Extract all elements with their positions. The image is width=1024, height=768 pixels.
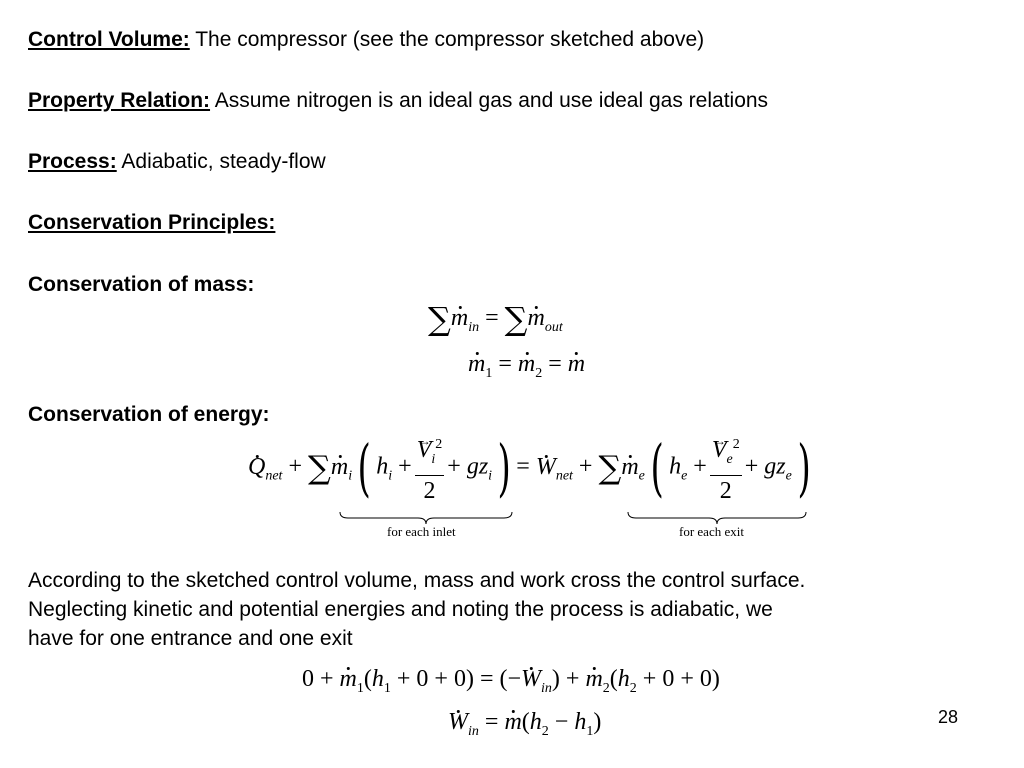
work-input-equation: Win = m(h2 − h1)	[448, 709, 602, 739]
property-relation-label: Property Relation:	[28, 89, 211, 112]
exit-underbrace	[627, 511, 807, 525]
explanation-paragraph: According to the sketched control volume…	[28, 566, 998, 653]
page-number: 28	[938, 707, 959, 727]
process-text: Adiabatic, steady-flow	[116, 150, 326, 173]
control-volume-label: Control Volume:	[28, 28, 190, 51]
paragraph-line-2: Neglecting kinetic and potential energie…	[28, 598, 773, 621]
conservation-of-energy-heading: Conservation of energy:	[28, 403, 270, 426]
mass-flow-equality-equation: m1 = m2 = m	[468, 351, 586, 381]
paragraph-line-3: have for one entrance and one exit	[28, 627, 353, 650]
property-relation-line: Property Relation: Assume nitrogen is an…	[28, 88, 768, 114]
property-relation-text: Assume nitrogen is an ideal gas and use …	[210, 89, 769, 112]
control-volume-text: The compressor (see the compressor sketc…	[189, 28, 705, 51]
applied-energy-equation: 0 + m1(h1 + 0 + 0) = (−Win) + m2(h2 + 0 …	[302, 666, 720, 696]
paragraph-line-1: According to the sketched control volume…	[28, 569, 806, 592]
control-volume-line: Control Volume: The compressor (see the …	[28, 27, 704, 53]
energy-balance-equation: Qnet + ∑mi(hi +Vi22+ gzi)= Wnet + ∑me(he…	[248, 428, 816, 504]
inlet-label: for each inlet	[387, 524, 456, 539]
conservation-principles-label: Conservation Principles:	[28, 211, 276, 234]
mass-balance-equation: ∑min = ∑mout	[428, 300, 563, 338]
inlet-underbrace	[339, 511, 513, 525]
exit-label: for each exit	[679, 524, 744, 539]
conservation-principles-line: Conservation Principles:	[28, 210, 275, 236]
conservation-of-mass-heading: Conservation of mass:	[28, 273, 255, 296]
process-line: Process: Adiabatic, steady-flow	[28, 149, 326, 175]
process-label: Process:	[28, 150, 117, 173]
